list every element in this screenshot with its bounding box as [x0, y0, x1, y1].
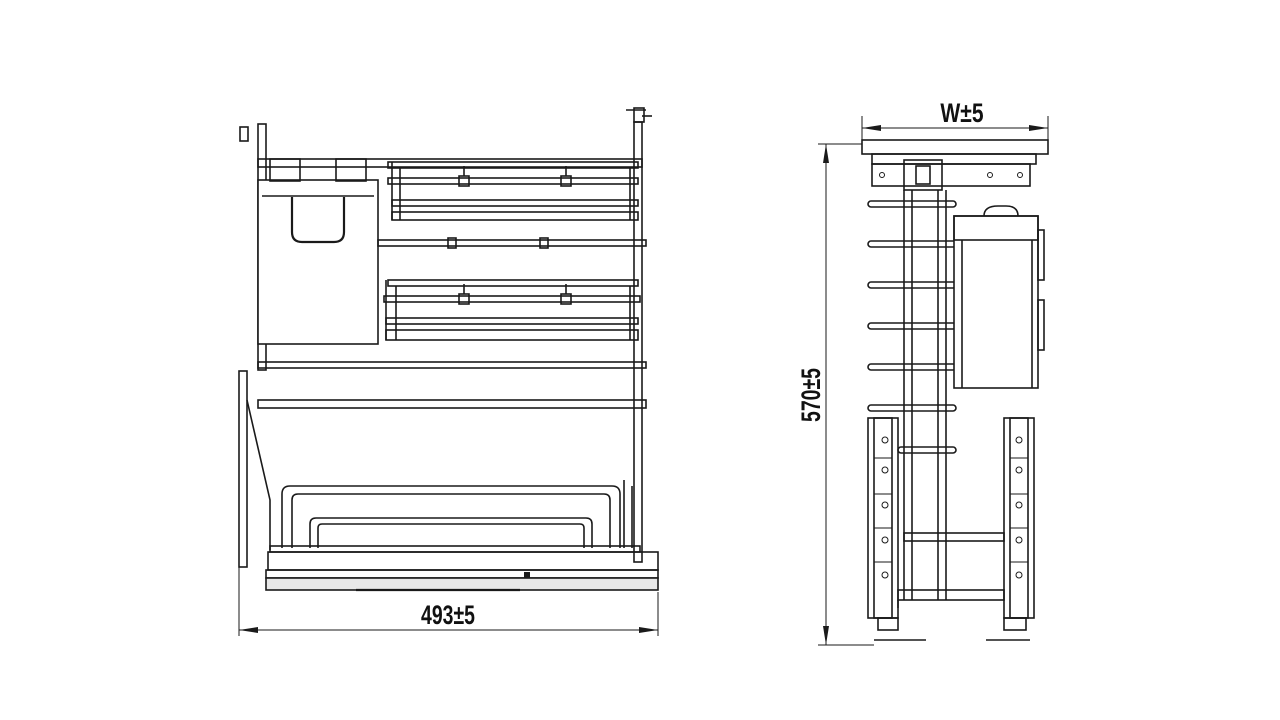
front-view: 493±5 [238, 107, 659, 636]
left-side-rail [867, 417, 926, 641]
upper-basket [387, 161, 639, 221]
bottom-basket [269, 480, 641, 553]
width-dimension: 493±5 [238, 566, 659, 636]
front-width-label: 493±5 [421, 600, 475, 630]
base-slide [265, 551, 659, 592]
side-width-dimension: W±5 [861, 99, 1049, 140]
lower-basket [383, 279, 641, 341]
right-side-rail [986, 417, 1035, 641]
container [257, 158, 379, 345]
side-width-label: W±5 [940, 99, 983, 129]
side-container [953, 205, 1045, 389]
height-dimension: 570±5 [796, 143, 874, 646]
height-label: 570±5 [796, 368, 826, 422]
side-view: W±5 570±5 [796, 99, 1049, 646]
